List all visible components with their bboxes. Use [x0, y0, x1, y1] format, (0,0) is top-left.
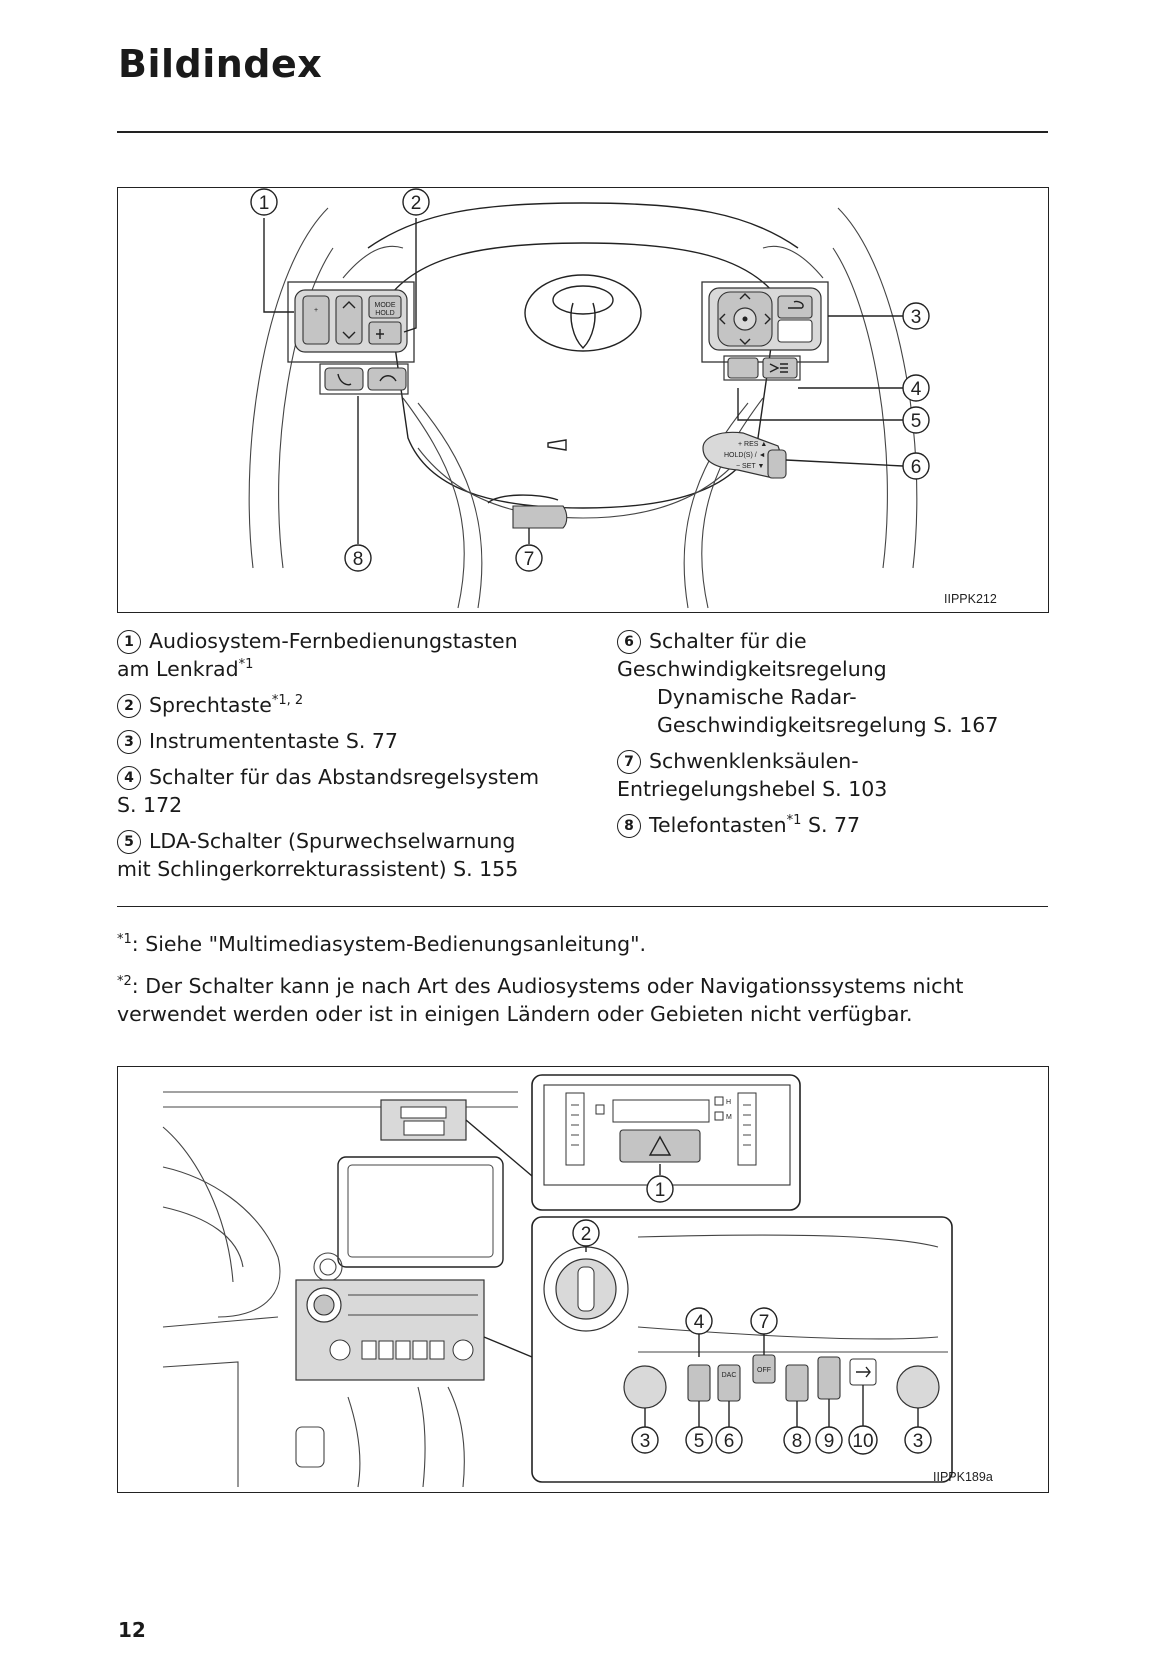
svg-text:8: 8: [792, 1431, 803, 1452]
legend-divider: [117, 906, 1048, 907]
svg-text:4: 4: [911, 379, 922, 400]
svg-text:HOLD: HOLD: [375, 310, 394, 317]
svg-text:6: 6: [724, 1431, 735, 1452]
title-divider: [117, 131, 1048, 133]
svg-text:8: 8: [353, 549, 364, 570]
instrument-panel-illustration: H M DAC OFF 1 2 4: [162, 1074, 953, 1488]
callout-4: 4: [902, 374, 930, 402]
callout-6: 6: [902, 452, 930, 480]
svg-text:+ RES ▲: + RES ▲: [738, 441, 767, 448]
svg-text:OFF: OFF: [757, 1367, 771, 1374]
svg-text:− SET ▼: − SET ▼: [736, 463, 764, 470]
svg-text:4: 4: [694, 1312, 705, 1333]
svg-text:10: 10: [852, 1431, 873, 1452]
callout-2: 2: [572, 1219, 600, 1247]
callout-2: 2: [402, 188, 430, 216]
callout-5: 5: [685, 1426, 713, 1454]
svg-text:H: H: [726, 1099, 731, 1106]
callout-6: 6: [715, 1426, 743, 1454]
svg-text:M: M: [726, 1114, 732, 1121]
callout-1: 1: [646, 1175, 674, 1203]
svg-text:3: 3: [640, 1431, 651, 1452]
callout-7: 7: [515, 544, 543, 572]
svg-text:7: 7: [524, 549, 535, 570]
svg-text:7: 7: [759, 1312, 770, 1333]
callout-3: 3: [902, 302, 930, 330]
steering-wheel-figure: + MODE HOLD + RES ▲ HOLD(S) / ◄: [117, 187, 1049, 613]
svg-text:6: 6: [911, 457, 922, 478]
figure-code: IIPPK212: [944, 592, 997, 606]
svg-text:5: 5: [911, 411, 922, 432]
callout-1: 1: [250, 188, 278, 216]
callout-8: 8: [783, 1426, 811, 1454]
callout-8: 8: [344, 544, 372, 572]
svg-text:MODE: MODE: [375, 302, 396, 309]
callout-3-left: 3: [631, 1426, 659, 1454]
instrument-panel-figure: H M DAC OFF 1 2 4: [117, 1066, 1049, 1493]
steering-wheel-illustration: + MODE HOLD + RES ▲ HOLD(S) / ◄: [248, 188, 930, 609]
footnote-1: *1: Siehe "Multimediasystem-Bedienungsan…: [117, 932, 647, 956]
svg-text:1: 1: [259, 193, 270, 214]
svg-text:HOLD(S) / ◄: HOLD(S) / ◄: [724, 452, 766, 459]
callout-9: 9: [815, 1426, 843, 1454]
callout-10: 10: [848, 1425, 878, 1455]
footnote-2: *2: Der Schalter kann je nach Art des Au…: [117, 974, 964, 1026]
callout-7: 7: [750, 1307, 778, 1335]
svg-text:+: +: [314, 307, 318, 314]
svg-text:2: 2: [581, 1224, 592, 1245]
callout-5: 5: [902, 406, 930, 434]
callout-4: 4: [685, 1307, 713, 1335]
figure-code: IIPPK189a: [933, 1470, 993, 1484]
svg-text:9: 9: [824, 1431, 835, 1452]
svg-text:1: 1: [655, 1180, 666, 1201]
page-title: Bildindex: [118, 42, 323, 86]
page-number: 12: [118, 1618, 146, 1642]
svg-text:3: 3: [911, 307, 922, 328]
callout-3-right: 3: [904, 1426, 932, 1454]
svg-text:5: 5: [694, 1431, 705, 1452]
svg-text:3: 3: [913, 1431, 924, 1452]
svg-text:2: 2: [411, 193, 422, 214]
svg-text:DAC: DAC: [722, 1372, 737, 1379]
